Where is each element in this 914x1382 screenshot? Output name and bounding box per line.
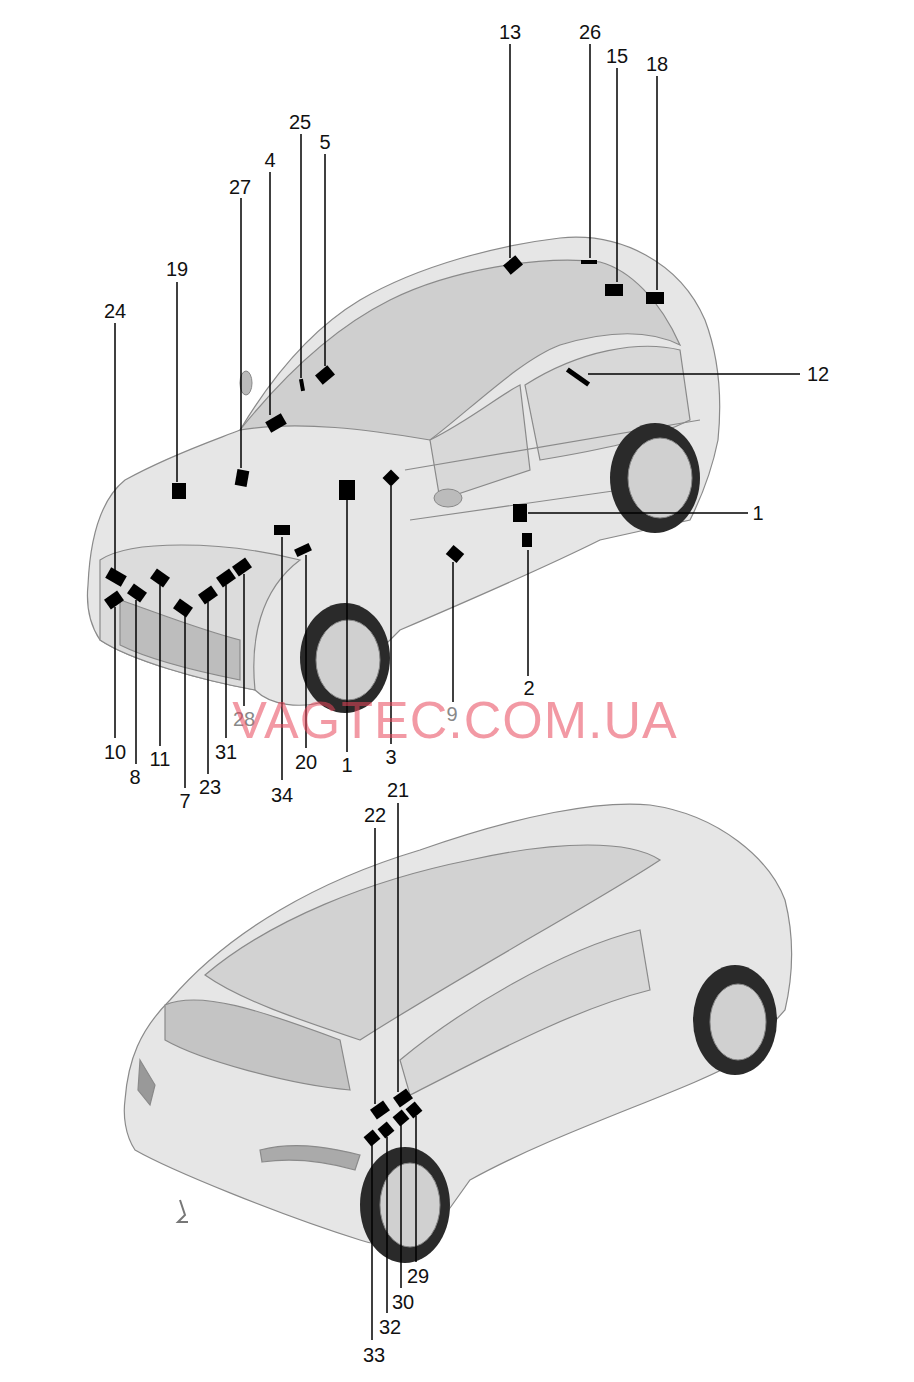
callout-number: 5 xyxy=(319,132,330,152)
callout-number: 23 xyxy=(199,777,221,797)
callout-number: 13 xyxy=(499,22,521,42)
callout-number: 32 xyxy=(379,1317,401,1337)
callout-number: 15 xyxy=(606,46,628,66)
callout-number: 1 xyxy=(752,503,763,523)
callout-number: 24 xyxy=(104,301,126,321)
callout-number: 12 xyxy=(807,364,829,384)
callout-number: 21 xyxy=(387,780,409,800)
callout-number: 19 xyxy=(166,259,188,279)
callout-number: 4 xyxy=(264,150,275,170)
callout-number: 10 xyxy=(104,742,126,762)
callout-number: 18 xyxy=(646,54,668,74)
callout-number: 8 xyxy=(129,767,140,787)
callout-number: 26 xyxy=(579,22,601,42)
callout-number: 34 xyxy=(271,785,293,805)
callout-number: 33 xyxy=(363,1345,385,1365)
callout-number: 22 xyxy=(364,805,386,825)
watermark: VAGTEC.COM.UA xyxy=(232,694,677,746)
callout-number: 1 xyxy=(341,755,352,775)
callout-number: 30 xyxy=(392,1292,414,1312)
callout-number: 25 xyxy=(289,112,311,132)
callout-number: 27 xyxy=(229,177,251,197)
callout-number: 7 xyxy=(179,791,190,811)
callout-number: 3 xyxy=(385,747,396,767)
callout-number: 29 xyxy=(407,1266,429,1286)
callout-number: 11 xyxy=(150,749,171,769)
callout-number: 20 xyxy=(295,752,317,772)
